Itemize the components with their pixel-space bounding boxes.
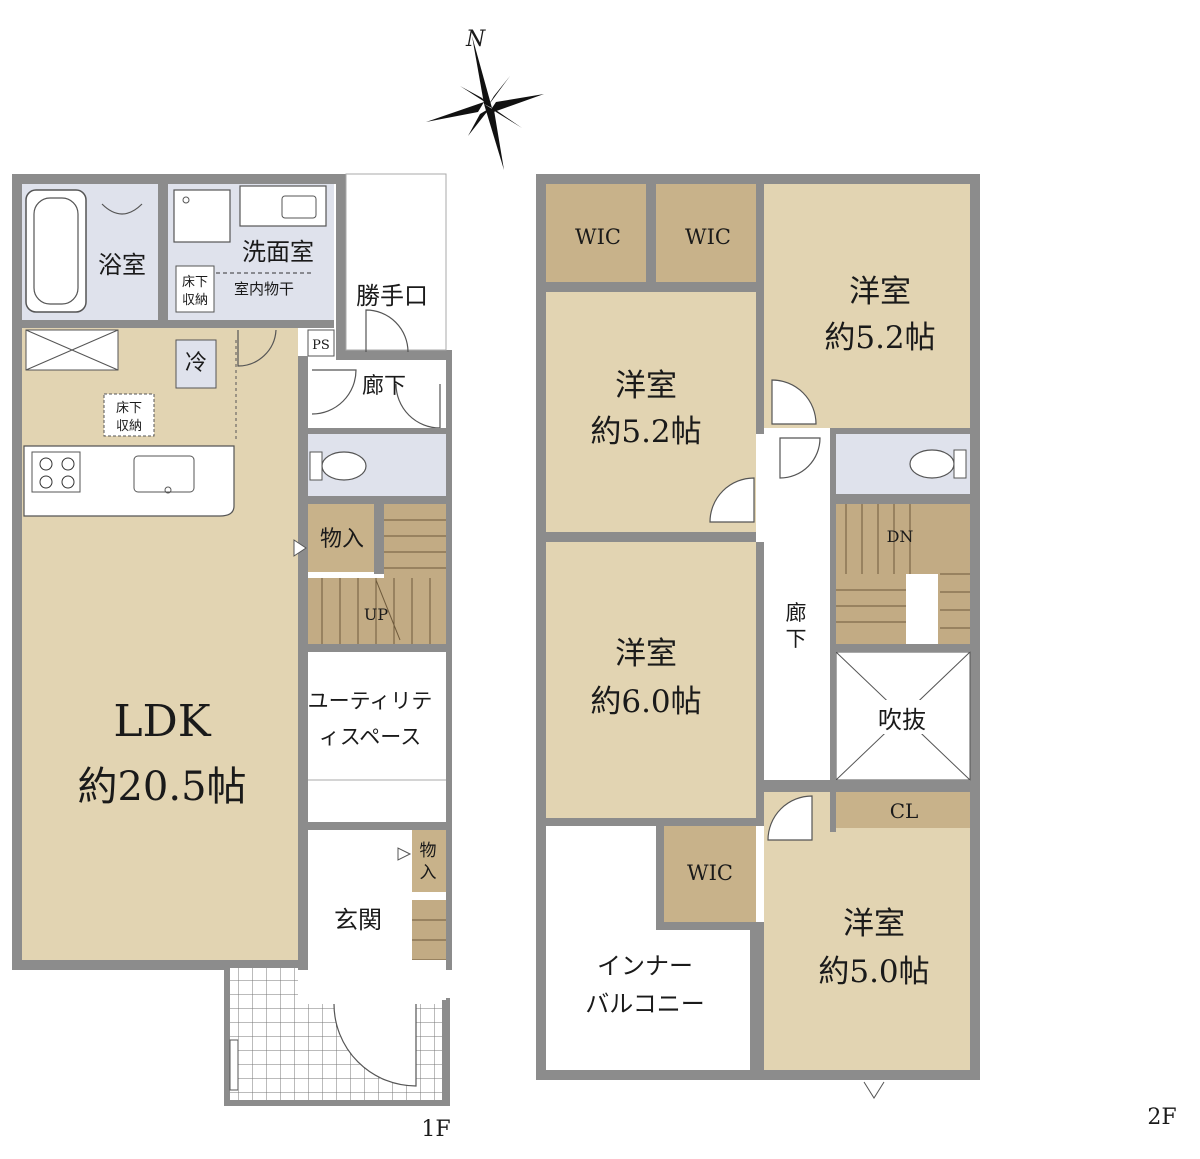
stairs-1f <box>308 504 446 644</box>
washing-machine-icon <box>173 189 231 243</box>
wic-1-label: WIC <box>575 225 621 249</box>
utility-label-2: ィスペース <box>319 725 421 749</box>
closet-2f <box>836 792 970 828</box>
floor-2-plan: WIC WIC 洋室 約5.2帖 洋室 約5.2帖 廊 下 <box>536 174 1177 1130</box>
compass-rose-icon: N <box>426 27 544 170</box>
entrance-storage-label-1: 物 <box>420 841 437 861</box>
entrance-label: 玄関 <box>334 906 382 934</box>
bedroom-w-name: 洋室 <box>615 636 677 672</box>
entrance-storage <box>412 830 446 892</box>
floor-2-label: 2F <box>1147 1105 1176 1130</box>
hallway-2f-label-1: 廊 <box>786 601 807 625</box>
bath-label: 浴室 <box>98 251 146 279</box>
wic-2-label: WIC <box>685 225 731 249</box>
inner-balcony-label-1: インナー <box>597 952 693 980</box>
under-floor-storage-1-label: 床下 <box>182 275 208 290</box>
toilet-icon <box>321 451 367 481</box>
service-entrance-label: 勝手口 <box>356 282 428 310</box>
wic-3 <box>664 826 756 922</box>
bedroom-se <box>764 828 970 1070</box>
north-label: N <box>465 27 486 52</box>
under-floor-storage-1 <box>175 265 215 313</box>
indoor-drying-label: 室内物干 <box>234 280 294 298</box>
stairs-2f <box>836 504 970 644</box>
pipe-shaft <box>307 329 335 357</box>
bathtub-icon <box>25 189 87 313</box>
storage-closet-1f <box>308 504 374 572</box>
bedroom-ne-size: 約5.2帖 <box>824 320 935 356</box>
hallway-2f <box>764 434 830 780</box>
bedroom-se-name: 洋室 <box>843 906 905 942</box>
bedroom-ne <box>764 184 970 428</box>
utility-space <box>308 652 446 772</box>
hallway-2f-label-2: 下 <box>786 627 807 651</box>
under-floor-storage-1-label-2: 収納 <box>182 293 208 308</box>
stairs-down-label: DN <box>887 527 914 546</box>
bedroom-se-size: 約5.0帖 <box>818 954 929 990</box>
entrance-door-swing-icon <box>333 1003 417 1087</box>
floor-1-plan: 浴室 洗面室 床下 収納 室内物干 勝手口 PS 冷 <box>12 173 452 1142</box>
utility-label-1: ユーティリテ <box>308 689 433 713</box>
under-floor-storage-2 <box>103 393 155 437</box>
stairs-up-label: UP <box>364 605 388 624</box>
storage-closet-1f-label: 物入 <box>320 527 364 552</box>
wash-basin-icon <box>239 185 327 227</box>
ldk-room <box>22 328 298 960</box>
bedroom-w-size: 約6.0帖 <box>590 684 701 720</box>
hallway-1f-label: 廊下 <box>362 374 406 399</box>
entrance-storage-label-2: 入 <box>420 863 437 883</box>
ldk-size-label: 約20.5帖 <box>77 764 246 810</box>
washroom-label: 洗面室 <box>242 238 314 266</box>
closet-2f-label: CL <box>890 799 919 823</box>
hallway-1f <box>308 366 446 428</box>
bedroom-nw-size: 約5.2帖 <box>590 414 701 450</box>
stove-icon <box>31 451 81 493</box>
under-floor-storage-2-label-2: 収納 <box>116 419 142 434</box>
ldk-name-label: LDK <box>113 696 211 747</box>
inner-balcony <box>656 930 756 1070</box>
under-floor-storage-2-label: 床下 <box>116 401 142 416</box>
wic-2 <box>656 184 756 282</box>
inner-balcony-label-2: バルコニー <box>585 990 705 1018</box>
toilet-2f-icon <box>909 449 955 479</box>
bedroom-nw-name: 洋室 <box>615 368 677 404</box>
kitchen-sink-icon <box>133 455 195 493</box>
bedroom-w <box>546 542 756 818</box>
fridge-space <box>175 339 217 389</box>
floor-1-label: 1F <box>421 1117 450 1142</box>
wic-1 <box>546 184 646 282</box>
fridge-label: 冷 <box>185 351 207 376</box>
ldk-door-swing-icon <box>237 329 277 367</box>
pipe-shaft-label: PS <box>312 338 330 353</box>
porch-tile <box>228 968 298 1102</box>
void-label: 吹抜 <box>878 706 926 734</box>
wic-3-label: WIC <box>687 861 733 885</box>
bedroom-ne-name: 洋室 <box>849 274 911 310</box>
door-swing-icon <box>365 309 409 353</box>
entrance-hall <box>308 830 412 960</box>
